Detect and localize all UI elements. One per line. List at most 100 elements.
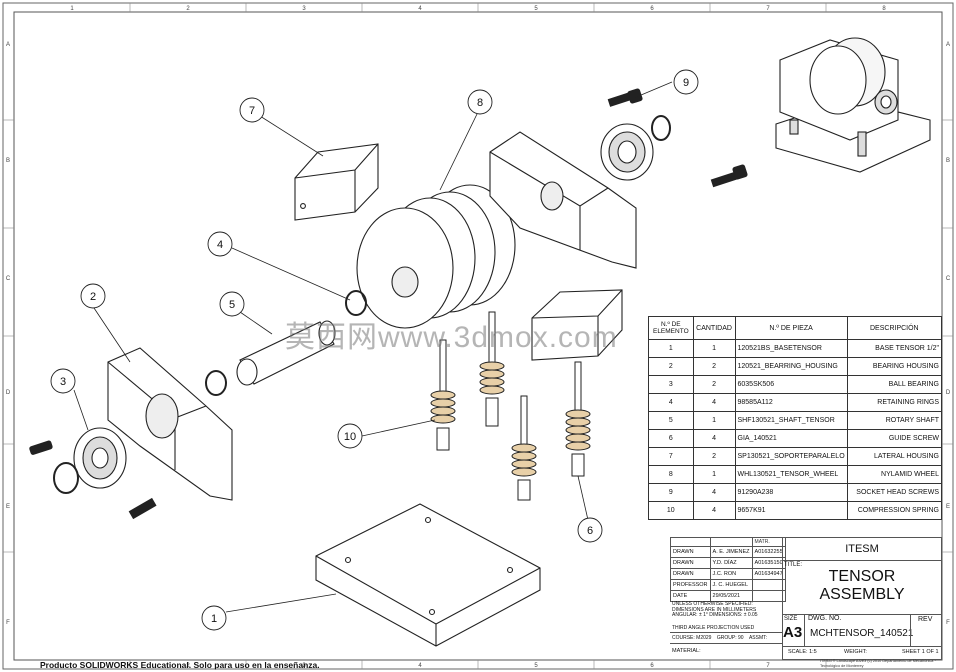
person-matr [751, 590, 786, 602]
bom-cell-element: 1 [648, 339, 694, 358]
socket-head-screw-bottom [128, 497, 157, 520]
bom-cell-part-no: WHL130521_TENSOR_WHEEL [734, 465, 848, 484]
rev-label: REV [918, 616, 933, 623]
rotary-shaft [236, 320, 336, 386]
material-field: MATERIAL: [672, 648, 701, 654]
bom-cell-quantity: 2 [692, 447, 736, 466]
bom-cell-quantity: 1 [692, 465, 736, 484]
zone-top-6: 6 [650, 6, 654, 12]
bom-cell-part-no: 120521_BEARRING_HOUSING [734, 357, 848, 376]
zone-side-e-right: E [946, 504, 950, 510]
bom-cell-description: GUIDE SCREW [846, 429, 943, 448]
bom-header-row: N.º DE ELEMENTO CANTIDAD N.º DE PIEZA DE… [648, 316, 943, 340]
bom-cell-quantity: 2 [692, 357, 736, 376]
bom-cell-part-no: SP130521_SOPORTEPARALELO [734, 447, 848, 466]
course-field: COURSE: M2029 [672, 635, 712, 641]
zone-top-1: 1 [70, 6, 74, 12]
balloon-9: 9 [683, 77, 689, 89]
retaining-ring-shaft [205, 370, 227, 396]
balloon-3: 3 [60, 376, 66, 388]
bom-cell-description: BEARING HOUSING [846, 357, 943, 376]
bom-cell-description: BASE TENSOR 1/2" [846, 339, 943, 358]
bom-header-part-no: N.º DE PIEZA [734, 316, 848, 340]
socket-head-screw-right [710, 164, 748, 188]
zone-bottom-5: 5 [534, 663, 538, 669]
zone-side-f: F [6, 620, 10, 626]
person-matr: A01634947 [751, 568, 786, 580]
person-role: DRAWN [670, 546, 711, 558]
balloon-7: 7 [249, 105, 255, 117]
bom-cell-quantity: 1 [692, 411, 736, 430]
ball-bearing-right [600, 123, 654, 181]
guide-screw-spring-3 [511, 395, 537, 501]
bill-of-materials: N.º DE ELEMENTO CANTIDAD N.º DE PIEZA DE… [648, 316, 943, 520]
zone-side-b: B [6, 158, 10, 164]
bom-header-description: DESCRIPCIÓN [846, 316, 943, 340]
assmt-field: ASSMT: [748, 635, 767, 641]
zone-side-d-right: D [946, 390, 951, 396]
lateral-housing-block-top [294, 143, 379, 221]
solidworks-edu-notice: Producto SOLIDWORKS Educational. Solo pa… [40, 660, 320, 670]
sheet-number: SHEET 1 OF 1 [902, 649, 939, 655]
person-matr: A01632255 [751, 546, 786, 558]
assembled-iso-view [775, 37, 931, 173]
bom-cell-part-no: 91290A238 [734, 483, 848, 502]
projection-note: THIRD ANGLE PROJECTION USED [672, 625, 755, 631]
zone-side-c: C [6, 276, 11, 282]
person-role: DRAWN [670, 557, 711, 569]
balloon-5: 5 [229, 299, 235, 311]
retaining-ring-left [53, 462, 79, 494]
balloon-2: 2 [90, 291, 96, 303]
guide-screw-spring-1 [430, 339, 456, 451]
bom-header-quantity: CANTIDAD [692, 316, 736, 340]
person-name: 29/05/2021 [709, 590, 753, 602]
retaining-ring-right [651, 115, 671, 141]
balloon-4: 4 [217, 239, 223, 251]
zone-side-e: E [6, 504, 10, 510]
drawing-title-line-2: ASSEMBLY [819, 586, 905, 603]
person-matr: A01635150 [751, 557, 786, 569]
bom-cell-element: 4 [648, 393, 694, 412]
zone-bottom-4: 4 [418, 663, 422, 669]
bom-cell-quantity: 4 [692, 393, 736, 412]
drawing-title-line-1: TENSOR [828, 568, 896, 585]
zone-side-a-right: A [946, 42, 950, 48]
ball-bearing-left [73, 427, 127, 489]
zone-side-f-right: F [946, 620, 950, 626]
bom-cell-description: NYLAMID WHEEL [846, 465, 943, 484]
bom-cell-element: 5 [648, 411, 694, 430]
title-label: TITLE: [784, 562, 803, 568]
bom-cell-description: COMPRESSION SPRING [846, 501, 943, 520]
zone-top-8: 8 [882, 6, 886, 12]
bom-cell-element: 7 [648, 447, 694, 466]
lateral-housing-block-bottom [531, 289, 623, 361]
zone-side-c-right: C [946, 276, 951, 282]
bearing-housing-left [107, 347, 233, 501]
bom-cell-part-no: 6035SK506 [734, 375, 848, 394]
zone-bottom-7: 7 [766, 663, 770, 669]
bom-cell-part-no: 98585A112 [734, 393, 848, 412]
bom-cell-part-no: SHF130521_SHAFT_TENSOR [734, 411, 848, 430]
bom-cell-element: 9 [648, 483, 694, 502]
size-label: SIZE [784, 616, 798, 622]
retaining-ring-wheel [345, 290, 367, 316]
person-name: Y.D. DÍAZ [709, 557, 753, 569]
bom-cell-element: 6 [648, 429, 694, 448]
person-name: J.C. RON [709, 568, 753, 580]
bom-cell-part-no: 120521BS_BASETENSOR [734, 339, 848, 358]
bom-cell-description: LATERAL HOUSING [846, 447, 943, 466]
person-name: J. C. HUEGEL [709, 579, 753, 591]
zone-side-d: D [6, 390, 11, 396]
tolerance-line-2: DIMENSIONS ARE IN MILLIMETERS [672, 606, 757, 613]
bom-cell-quantity: 4 [692, 483, 736, 502]
